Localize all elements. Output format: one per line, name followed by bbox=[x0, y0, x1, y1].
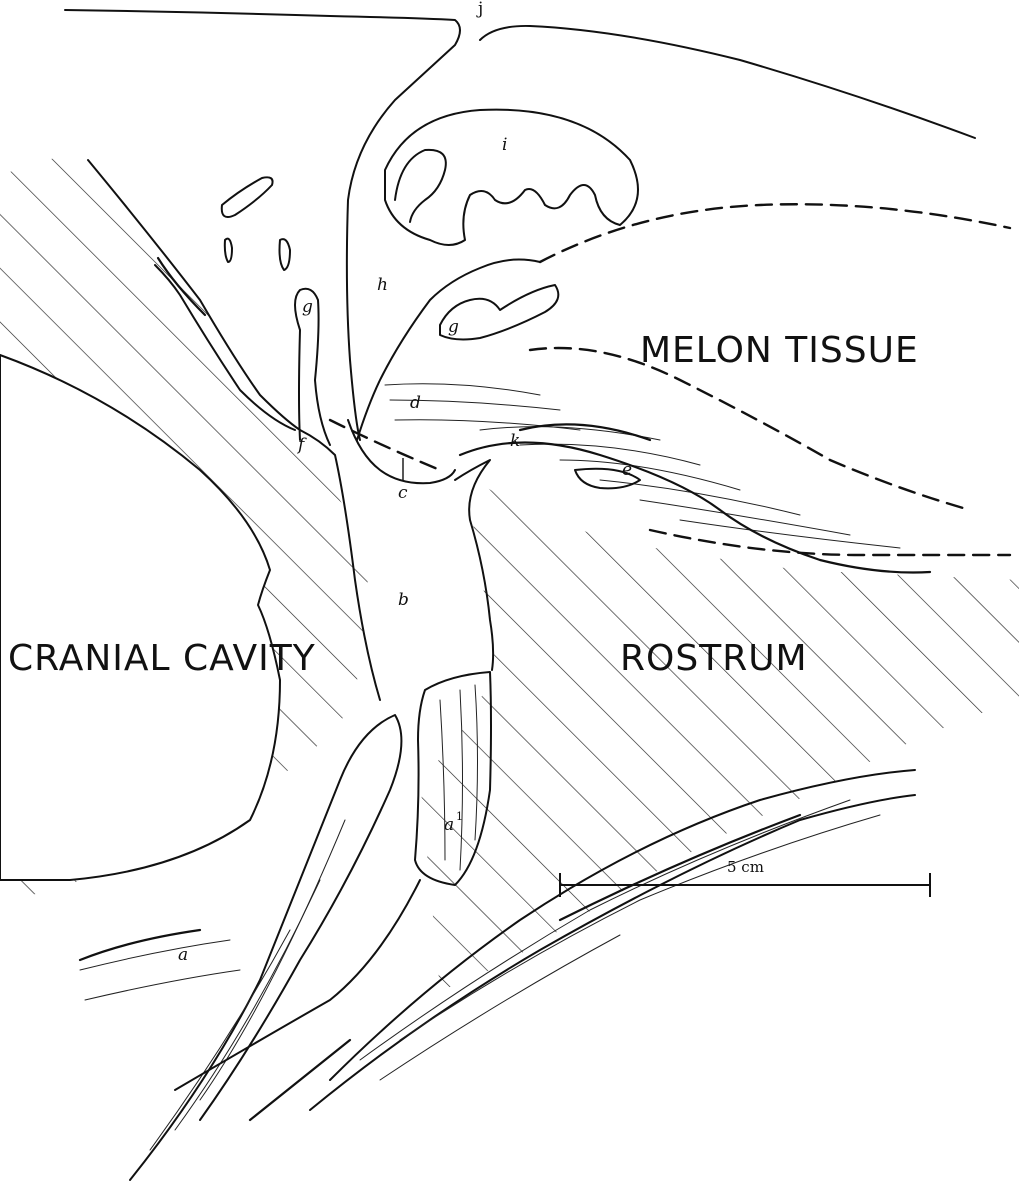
letter-i: i bbox=[502, 135, 507, 155]
nasal-plug-c bbox=[348, 420, 455, 483]
plug-dashed bbox=[330, 420, 440, 470]
letter-a1-superscript: 1 bbox=[456, 810, 463, 823]
melon-outline-lower bbox=[530, 348, 970, 510]
letter-b: b bbox=[398, 590, 409, 610]
letter-a: a bbox=[178, 945, 188, 965]
sac-i-outline bbox=[385, 110, 638, 245]
scale-bar-label: 5 cm bbox=[727, 858, 764, 876]
rostrum-label: ROSTRUM bbox=[620, 638, 808, 679]
melon-lower-dash bbox=[650, 530, 1010, 555]
melon-tissue-label: MELON TISSUE bbox=[640, 330, 919, 371]
island-2 bbox=[225, 239, 232, 262]
letter-e: e bbox=[622, 460, 632, 480]
letter-c: c bbox=[398, 483, 408, 503]
letter-a1: a bbox=[444, 815, 454, 835]
blowhole-rim bbox=[480, 26, 975, 138]
letter-d: d bbox=[410, 393, 421, 413]
cranial-cavity-label: CRANIAL CAVITY bbox=[8, 638, 316, 679]
letter-h: h bbox=[377, 275, 388, 295]
sac-i-inner bbox=[395, 150, 446, 222]
letter-g-lower: g bbox=[448, 317, 459, 337]
rostrum-bone bbox=[400, 460, 1019, 1020]
letter-j: j bbox=[476, 0, 483, 19]
island-3 bbox=[280, 239, 291, 270]
letter-k: k bbox=[510, 431, 520, 451]
island-1 bbox=[222, 177, 273, 217]
letter-g-upper: g bbox=[302, 297, 313, 317]
melon-outline-upper bbox=[540, 204, 1010, 262]
